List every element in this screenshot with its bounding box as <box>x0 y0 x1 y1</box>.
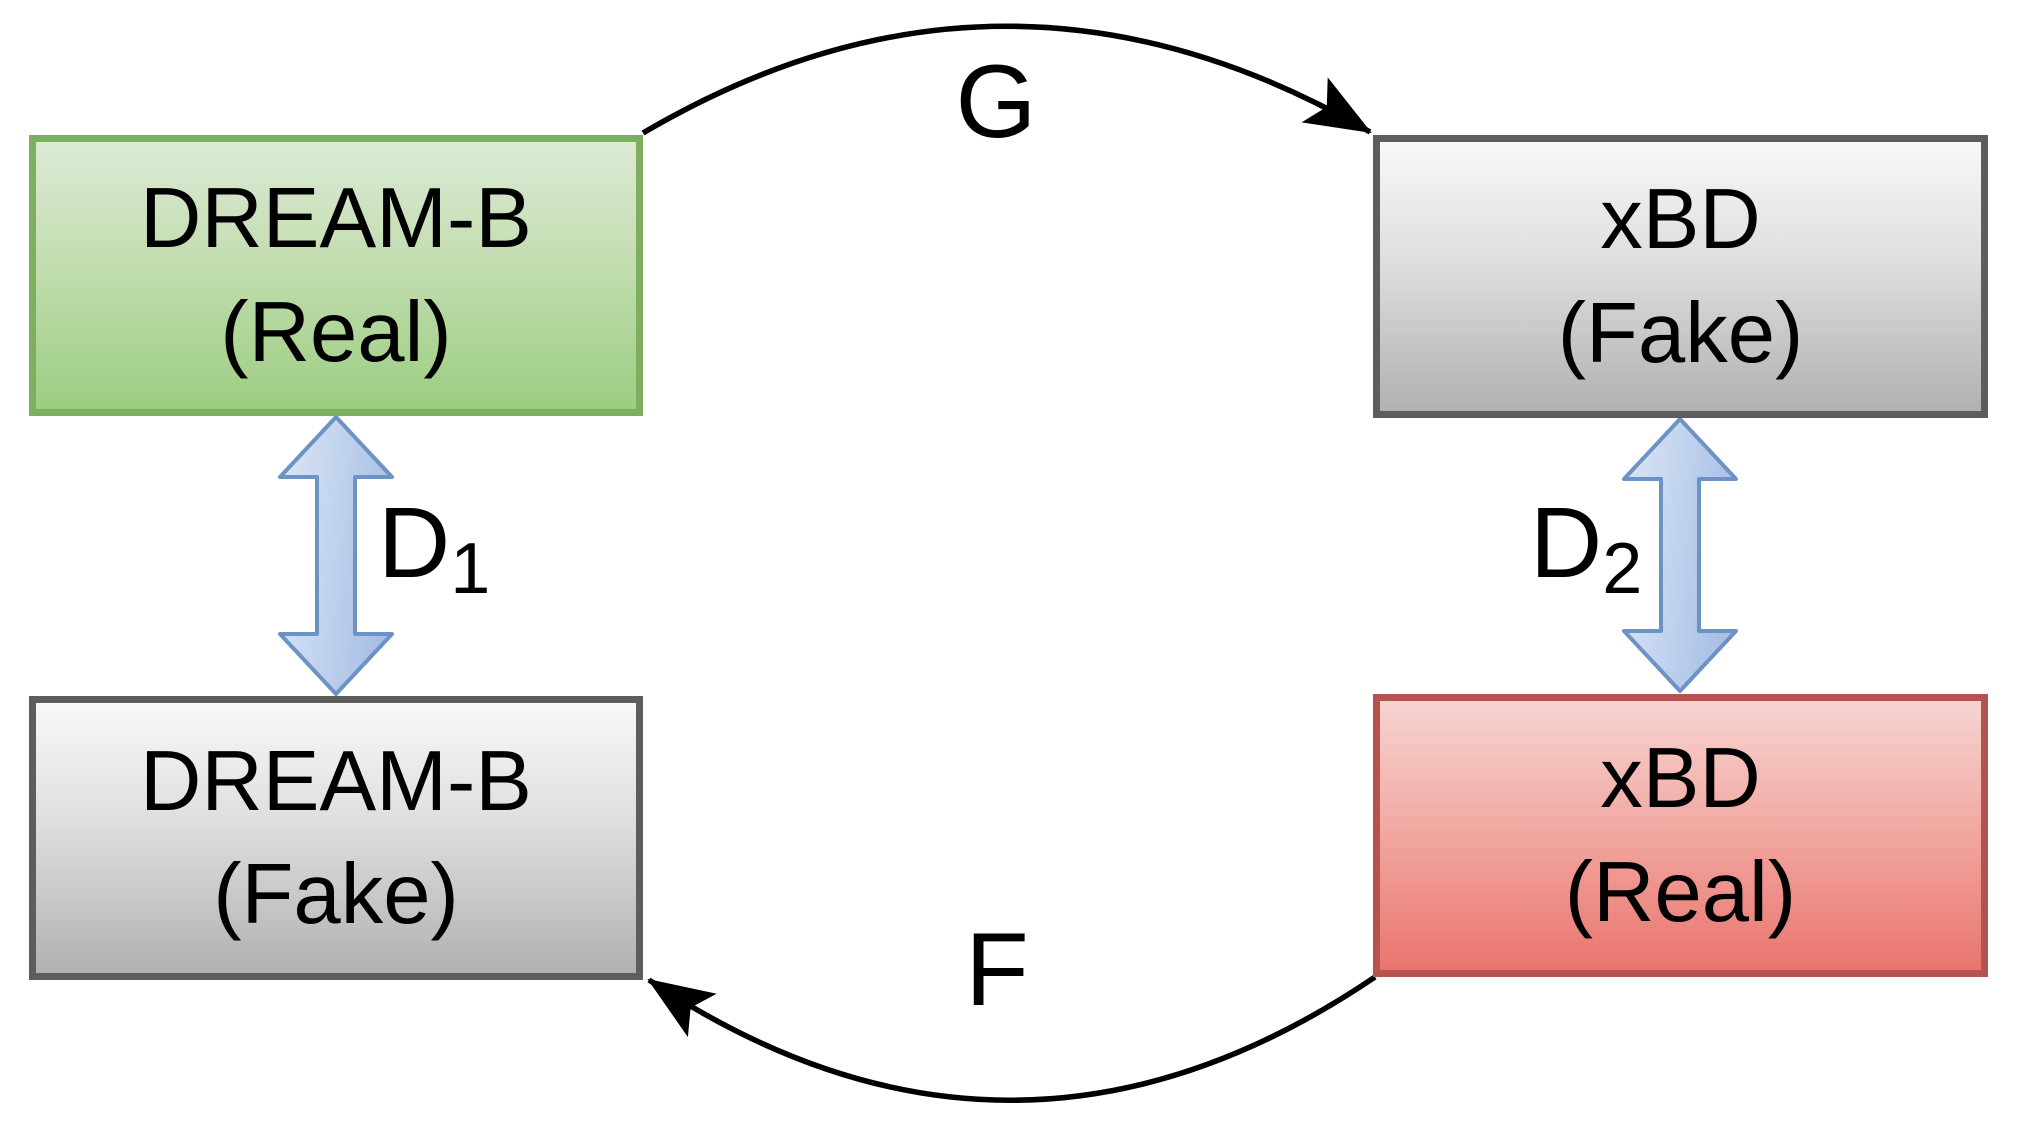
node-title: xBD <box>1600 172 1761 268</box>
discriminator-2-arrow <box>1622 417 1738 693</box>
generator-f-curve <box>647 974 1377 1103</box>
node-subtitle: (Fake) <box>1557 285 1804 381</box>
node-subtitle: (Real) <box>1564 844 1797 940</box>
node-subtitle: (Fake) <box>213 847 459 942</box>
node-xbd-fake: xBD (Fake) <box>1373 135 1988 418</box>
d1-base: D <box>378 487 451 599</box>
label-discriminator-1: D1 <box>378 493 490 605</box>
label-generator-g: G <box>955 44 1037 160</box>
node-dream-b-fake: DREAM-B (Fake) <box>29 696 643 980</box>
node-subtitle: (Real) <box>220 284 452 380</box>
label-generator-f: F <box>965 912 1029 1028</box>
d2-subscript: 2 <box>1602 528 1643 609</box>
node-title: xBD <box>1600 731 1761 827</box>
node-dream-b-real: DREAM-B (Real) <box>29 135 643 416</box>
node-title: DREAM-B <box>140 733 532 829</box>
label-discriminator-2: D2 <box>1530 493 1642 605</box>
node-title: DREAM-B <box>140 171 532 267</box>
node-xbd-real: xBD (Real) <box>1373 694 1988 977</box>
discriminator-1-arrow <box>278 415 394 696</box>
d2-base: D <box>1530 487 1603 599</box>
generator-g-curve <box>641 23 1372 136</box>
d1-subscript: 1 <box>450 528 491 609</box>
